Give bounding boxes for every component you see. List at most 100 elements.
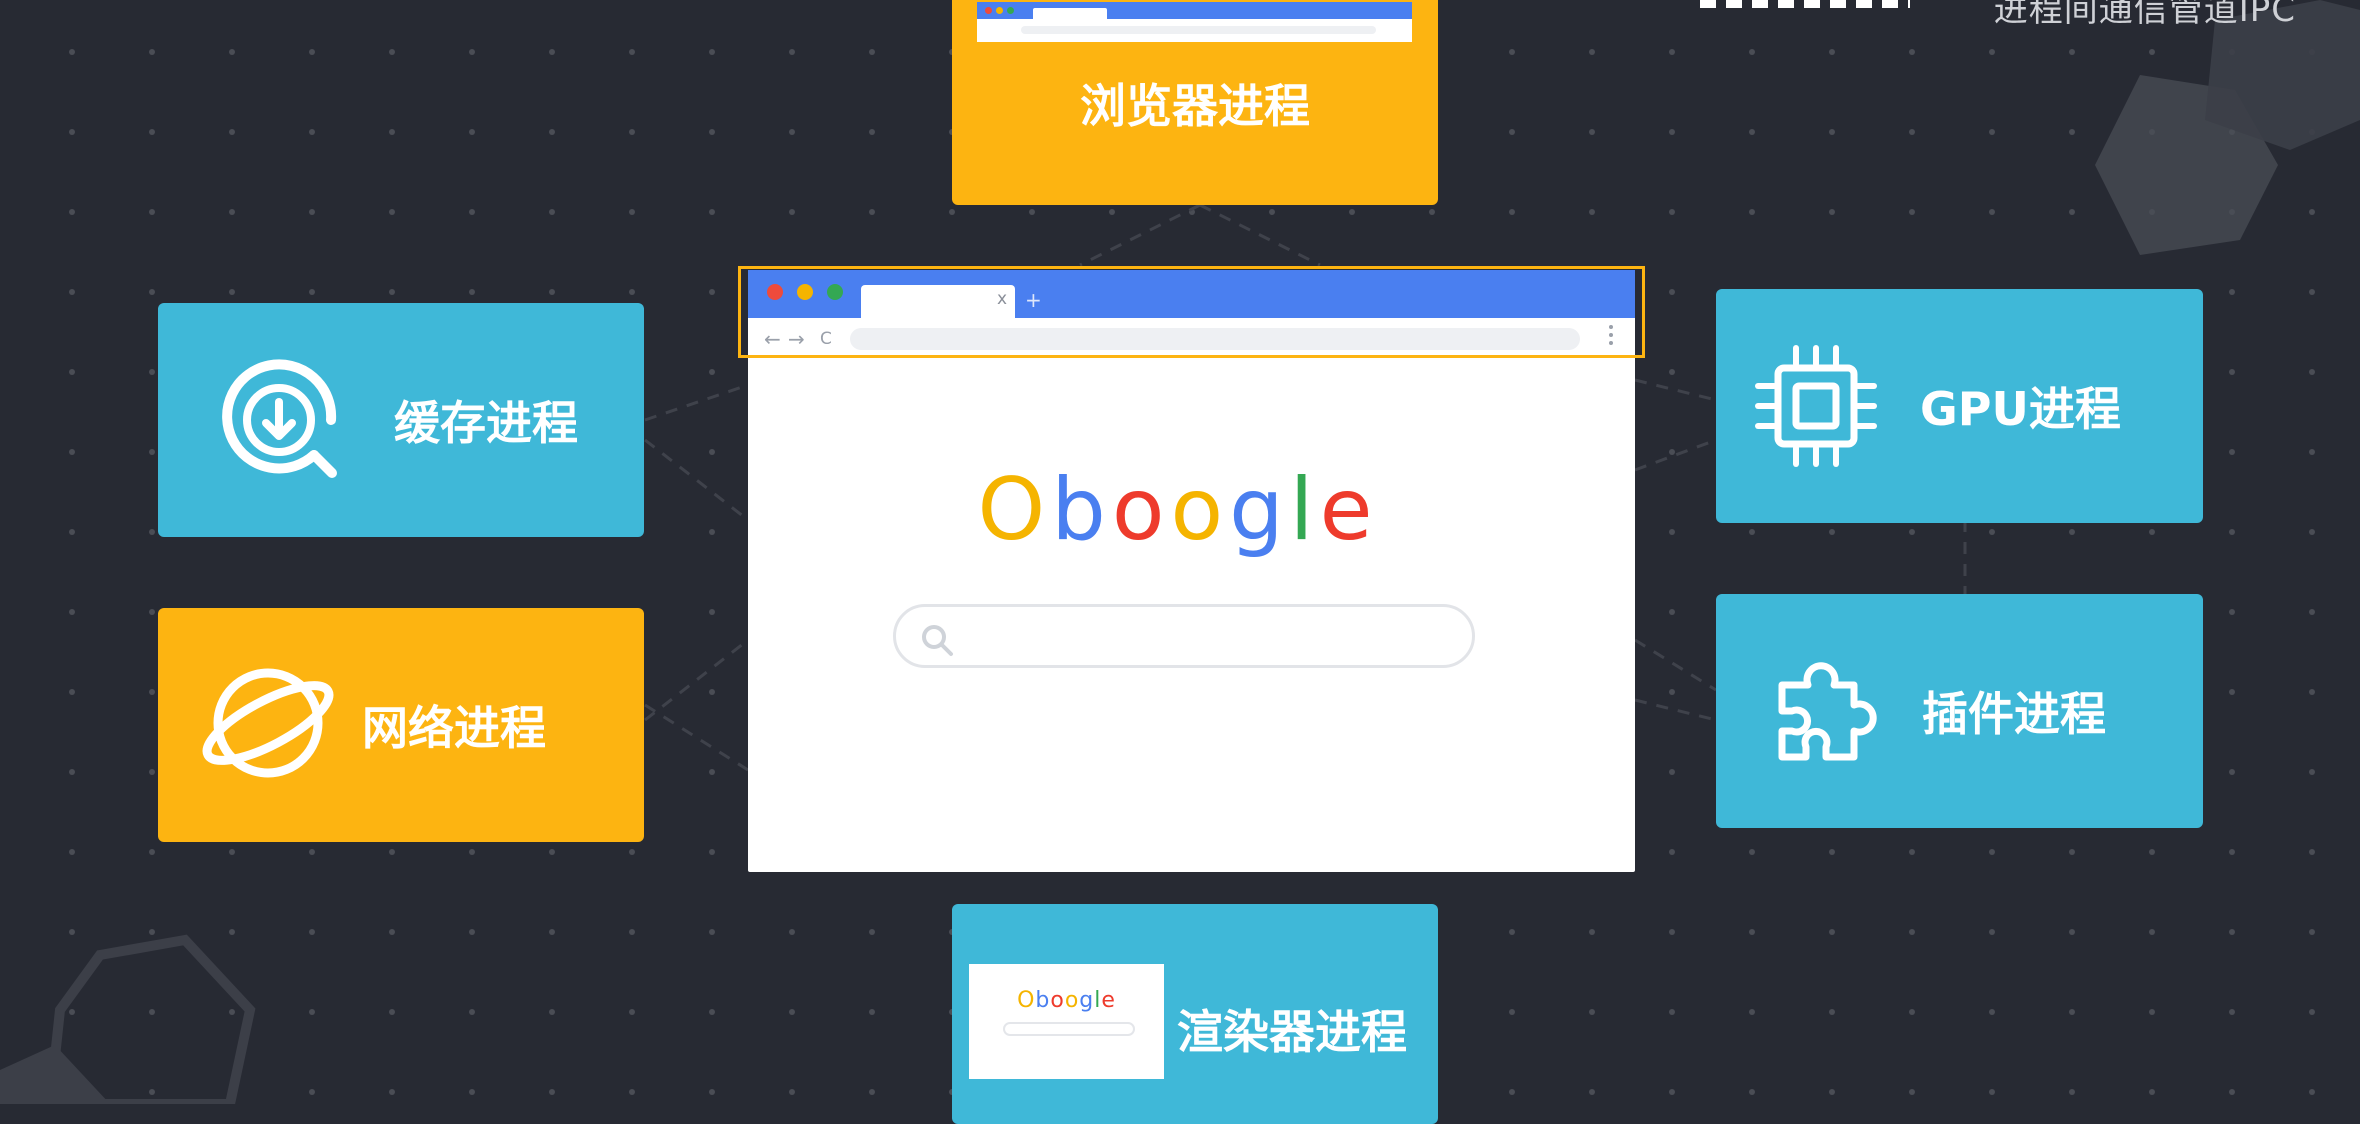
grid-dot bbox=[149, 49, 155, 55]
grid-dot bbox=[309, 849, 315, 855]
puzzle-piece-icon bbox=[1778, 662, 1877, 761]
minimize-dot-icon[interactable] bbox=[797, 284, 813, 300]
browser-window: x + ← → C bbox=[748, 270, 1635, 872]
browser-ui-highlight-box bbox=[738, 266, 1645, 358]
grid-dot bbox=[2149, 1009, 2155, 1015]
grid-dot bbox=[69, 929, 75, 935]
tab-close-icon[interactable]: x bbox=[996, 289, 1007, 309]
mini-tab bbox=[1033, 8, 1107, 19]
grid-dot bbox=[629, 209, 635, 215]
grid-dot bbox=[469, 289, 475, 295]
grid-dot bbox=[789, 1089, 795, 1095]
logo-letter: g bbox=[1229, 460, 1290, 560]
grid-dot bbox=[149, 1089, 155, 1095]
grid-dot bbox=[1909, 49, 1915, 55]
forward-arrow-icon[interactable]: → bbox=[788, 327, 805, 351]
grid-dot bbox=[149, 849, 155, 855]
grid-dot bbox=[2309, 769, 2315, 775]
grid-dot bbox=[1829, 849, 1835, 855]
hexagon-shape bbox=[0, 1045, 110, 1104]
grid-dot bbox=[1669, 689, 1675, 695]
maximize-dot-icon[interactable] bbox=[827, 284, 843, 300]
grid-dot bbox=[709, 769, 715, 775]
grid-dot bbox=[469, 129, 475, 135]
grid-dot bbox=[1829, 129, 1835, 135]
grid-dot bbox=[389, 1009, 395, 1015]
grid-dot bbox=[149, 1009, 155, 1015]
grid-dot bbox=[149, 129, 155, 135]
grid-dot bbox=[149, 769, 155, 775]
grid-dot bbox=[1669, 209, 1675, 215]
grid-dot bbox=[709, 289, 715, 295]
grid-dot bbox=[1989, 209, 1995, 215]
grid-dot bbox=[69, 609, 75, 615]
grid-dot bbox=[629, 1009, 635, 1015]
browser-tab[interactable]: x bbox=[861, 285, 1015, 318]
address-bar[interactable] bbox=[850, 328, 1580, 350]
search-input[interactable] bbox=[893, 604, 1475, 668]
grid-dot bbox=[629, 1089, 635, 1095]
connector-line bbox=[644, 703, 749, 772]
grid-dot bbox=[1669, 49, 1675, 55]
new-tab-icon[interactable]: + bbox=[1025, 288, 1042, 312]
grid-dot bbox=[2149, 849, 2155, 855]
grid-dot bbox=[469, 1089, 475, 1095]
grid-dot bbox=[1669, 1089, 1675, 1095]
grid-dot bbox=[1749, 1009, 1755, 1015]
grid-dot bbox=[1989, 529, 1995, 535]
search-icon bbox=[922, 625, 953, 656]
grid-dot bbox=[1669, 929, 1675, 935]
grid-dot bbox=[69, 289, 75, 295]
grid-dot bbox=[1749, 129, 1755, 135]
grid-dot bbox=[2229, 369, 2235, 375]
connector-line bbox=[644, 638, 749, 722]
grid-dot bbox=[1429, 209, 1435, 215]
mini-page-icon: Oboogle bbox=[969, 964, 1164, 1079]
grid-dot bbox=[309, 1009, 315, 1015]
grid-dot bbox=[2069, 49, 2075, 55]
grid-dot bbox=[2229, 1089, 2235, 1095]
grid-dot bbox=[2309, 849, 2315, 855]
menu-dots-icon[interactable] bbox=[1609, 325, 1613, 349]
close-dot-icon[interactable] bbox=[767, 284, 783, 300]
grid-dot bbox=[149, 609, 155, 615]
back-arrow-icon[interactable]: ← bbox=[764, 327, 781, 351]
connector-line bbox=[1634, 698, 1717, 722]
connector-line bbox=[1199, 203, 1321, 267]
grid-dot bbox=[709, 1089, 715, 1095]
grid-dot bbox=[2229, 529, 2235, 535]
grid-dot bbox=[1669, 609, 1675, 615]
grid-dot bbox=[2149, 529, 2155, 535]
grid-dot bbox=[2229, 1009, 2235, 1015]
grid-dot bbox=[309, 929, 315, 935]
grid-dot bbox=[1349, 209, 1355, 215]
grid-dot bbox=[1509, 1089, 1515, 1095]
grid-dot bbox=[709, 49, 715, 55]
grid-dot bbox=[1669, 289, 1675, 295]
grid-dot bbox=[69, 129, 75, 135]
mini-address-bar bbox=[1021, 26, 1376, 34]
mini-logo-letter: O bbox=[1017, 988, 1036, 1013]
grid-dot bbox=[1509, 49, 1515, 55]
grid-dot bbox=[1669, 129, 1675, 135]
renderer-process-label: 渲染器进程 bbox=[1177, 1005, 1407, 1059]
grid-dot bbox=[789, 49, 795, 55]
download-cache-icon bbox=[222, 359, 337, 478]
grid-dot bbox=[1509, 209, 1515, 215]
mini-logo: Oboogle bbox=[969, 988, 1164, 1013]
grid-dot bbox=[2149, 49, 2155, 55]
grid-dot bbox=[2069, 1089, 2075, 1095]
grid-dot bbox=[389, 209, 395, 215]
grid-dot bbox=[1669, 1009, 1675, 1015]
chip-icon bbox=[1755, 345, 1877, 467]
grid-dot bbox=[1589, 929, 1595, 935]
grid-dot bbox=[1509, 929, 1515, 935]
grid-dot bbox=[1669, 369, 1675, 375]
grid-dot bbox=[2309, 609, 2315, 615]
grid-dot bbox=[869, 1009, 875, 1015]
gpu-process-card: GPU进程 bbox=[1716, 289, 2203, 523]
mini-search-box bbox=[1003, 1022, 1135, 1036]
grid-dot bbox=[1829, 1009, 1835, 1015]
grid-dot bbox=[2149, 1089, 2155, 1095]
reload-icon[interactable]: C bbox=[820, 329, 832, 349]
